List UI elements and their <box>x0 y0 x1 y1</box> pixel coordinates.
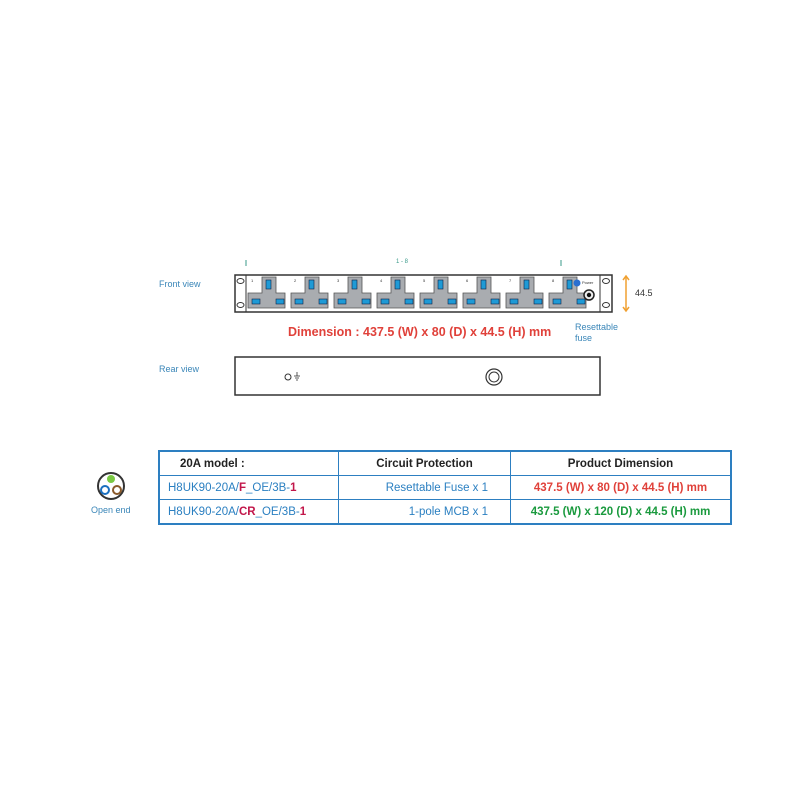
model-suffix: 1 <box>290 481 297 494</box>
power-indicator-icon <box>573 279 581 287</box>
model-cell: H8UK90-20A/CR_OE/3B-1 <box>158 499 339 525</box>
open-end-label: Open end <box>91 505 131 515</box>
mount-hole-icon <box>602 278 610 284</box>
model-cell: H8UK90-20A/F_OE/3B-1 <box>158 475 339 500</box>
uk-socket-icon: 3 <box>333 276 372 309</box>
model-mid: _OE/3B- <box>246 481 291 494</box>
mount-hole-icon <box>236 302 245 308</box>
header-protection: Circuit Protection <box>338 450 511 476</box>
socket-number: 5 <box>423 278 426 283</box>
socket-number: 3 <box>337 278 340 283</box>
socket-number: 7 <box>509 278 512 283</box>
uk-socket-icon: 6 <box>462 276 501 309</box>
uk-socket-icon: 1 <box>247 276 286 309</box>
fuse-label-line2: fuse <box>575 333 593 343</box>
socket-number: 2 <box>294 278 297 283</box>
fuse-label-line1: Resettable <box>575 322 619 332</box>
uk-socket-icon: 4 <box>376 276 415 309</box>
socket-number: 1 <box>251 278 254 283</box>
rear-view-label: Rear view <box>159 364 200 374</box>
uk-socket-icon: 2 <box>290 276 329 309</box>
header-dimension: Product Dimension <box>510 450 732 476</box>
ground-symbol-icon <box>294 372 300 381</box>
front-view-label: Front view <box>159 279 201 289</box>
outlet-range-markers <box>245 260 562 266</box>
protection-cell: Resettable Fuse x 1 <box>338 475 511 500</box>
model-table: 20A model : Circuit Protection Product D… <box>158 450 732 525</box>
protection-cell: 1-pole MCB x 1 <box>338 499 511 525</box>
dimension-cell: 437.5 (W) x 80 (D) x 44.5 (H) mm <box>510 475 732 500</box>
model-code: CR <box>238 505 256 518</box>
open-end-cable-icon <box>97 472 125 500</box>
table-row: H8UK90-20A/F_OE/3B-1 Resettable Fuse x 1… <box>158 475 732 500</box>
model-prefix: H8UK90-20A/ <box>168 505 239 518</box>
front-panel: 1 2 3 4 5 6 7 8 <box>234 274 613 313</box>
cable-gland-icon <box>485 368 503 386</box>
socket-number: 8 <box>552 278 555 283</box>
height-label: 44.5 <box>635 288 653 298</box>
dimension-cell: 437.5 (W) x 120 (D) x 44.5 (H) mm <box>510 499 732 525</box>
header-model: 20A model : <box>158 450 339 476</box>
uk-socket-icon: 5 <box>419 276 458 309</box>
dimension-text: Dimension : 437.5 (W) x 80 (D) x 44.5 (H… <box>288 325 552 339</box>
uk-socket-icon: 7 <box>505 276 544 309</box>
table-header-row: 20A model : Circuit Protection Product D… <box>158 450 732 476</box>
model-prefix: H8UK90-20A/ <box>168 481 239 494</box>
height-arrow-icon <box>622 274 630 313</box>
table-row: H8UK90-20A/CR_OE/3B-1 1-pole MCB x 1 437… <box>158 499 732 525</box>
model-suffix: 1 <box>299 505 307 518</box>
power-label: Power <box>582 280 594 285</box>
rear-panel <box>234 356 601 396</box>
mount-hole-icon <box>236 278 245 284</box>
socket-number: 6 <box>466 278 469 283</box>
model-code: F <box>238 481 246 494</box>
outlet-range-label: 1 - 8 <box>396 259 409 265</box>
socket-number: 4 <box>380 278 383 283</box>
mount-hole-icon <box>602 302 610 308</box>
ground-terminal-icon <box>284 373 292 381</box>
model-mid: _OE/3B- <box>255 505 300 518</box>
